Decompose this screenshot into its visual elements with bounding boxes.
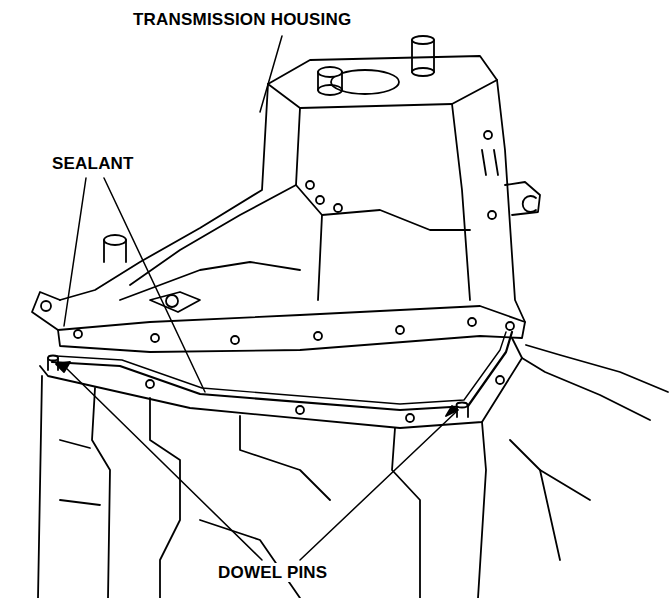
label-holder: TRANSMISSION HOUSING xyxy=(131,10,353,30)
part-label: DOWEL PINS xyxy=(216,563,329,582)
part-label: TRANSMISSION HOUSING xyxy=(131,10,353,29)
label-holder: SEALANT xyxy=(50,154,136,174)
part-label: SEALANT xyxy=(50,154,136,173)
label-holder: DOWEL PINS xyxy=(216,563,329,583)
